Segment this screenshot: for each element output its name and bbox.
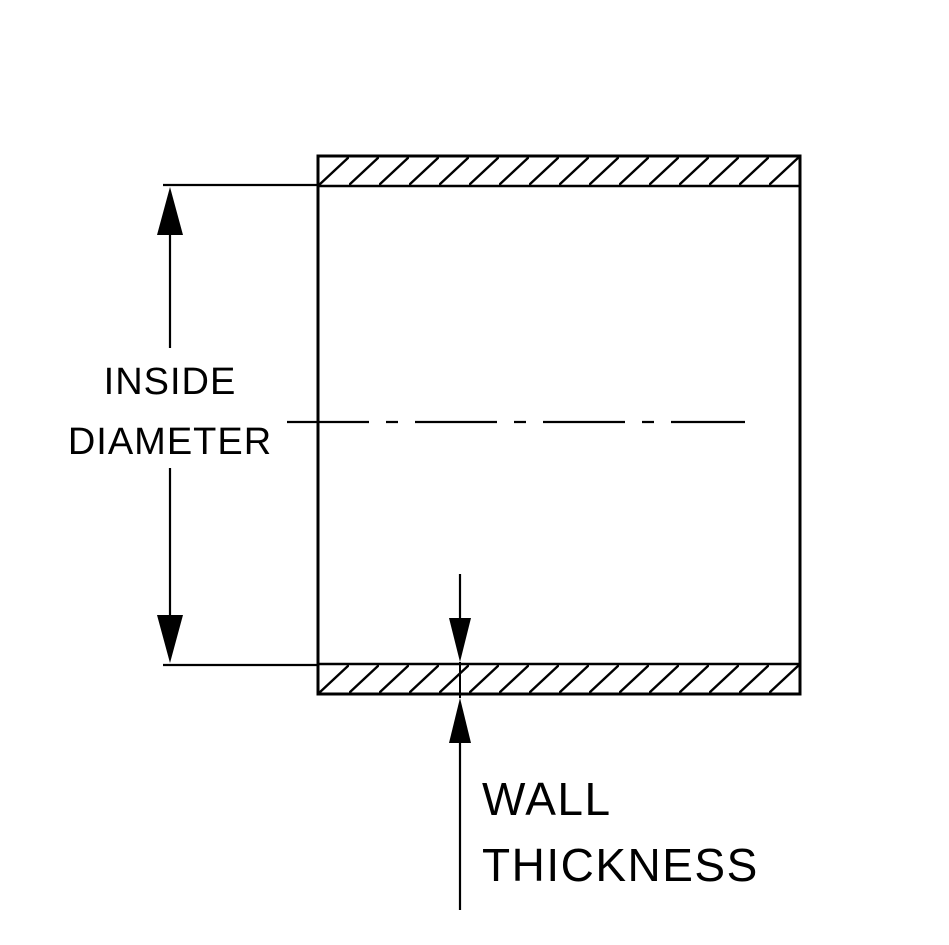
inside-diameter-label: INSIDE DIAMETER xyxy=(20,352,320,472)
wall-thickness-label-line2: THICKNESS xyxy=(482,839,759,891)
wall-thickness-label-line1: WALL xyxy=(482,773,612,825)
id-arrow-up-icon xyxy=(157,187,183,235)
wt-arrow-up-icon xyxy=(449,698,471,743)
wt-arrow-down-icon xyxy=(449,618,471,662)
tube-body-outline xyxy=(316,154,802,696)
wall-thickness-dimension xyxy=(449,574,471,910)
inside-diameter-dimension xyxy=(157,183,318,667)
id-arrow-down-icon xyxy=(157,615,183,663)
inside-diameter-label-line1: INSIDE xyxy=(103,361,237,403)
wall-thickness-label: WALL THICKNESS xyxy=(482,766,759,898)
bottom-wall-hatch xyxy=(319,665,799,693)
top-wall-hatch xyxy=(319,157,799,185)
inside-diameter-label-line2: DIAMETER xyxy=(67,421,273,463)
